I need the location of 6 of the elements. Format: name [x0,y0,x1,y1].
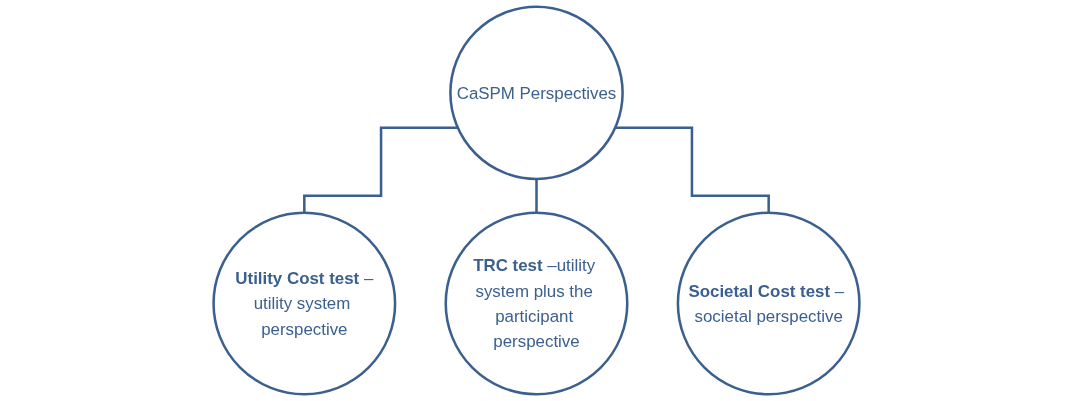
node-circle: CaSPM Perspectives [448,5,624,181]
node-circle: Societal Cost test – societal perspective [676,211,861,396]
node-circle: TRC test –utility system plus the participant perspective [443,211,629,396]
connector [302,126,458,214]
connector [614,126,770,214]
node-circle: Utility Cost test –utility system perspective [211,211,396,396]
